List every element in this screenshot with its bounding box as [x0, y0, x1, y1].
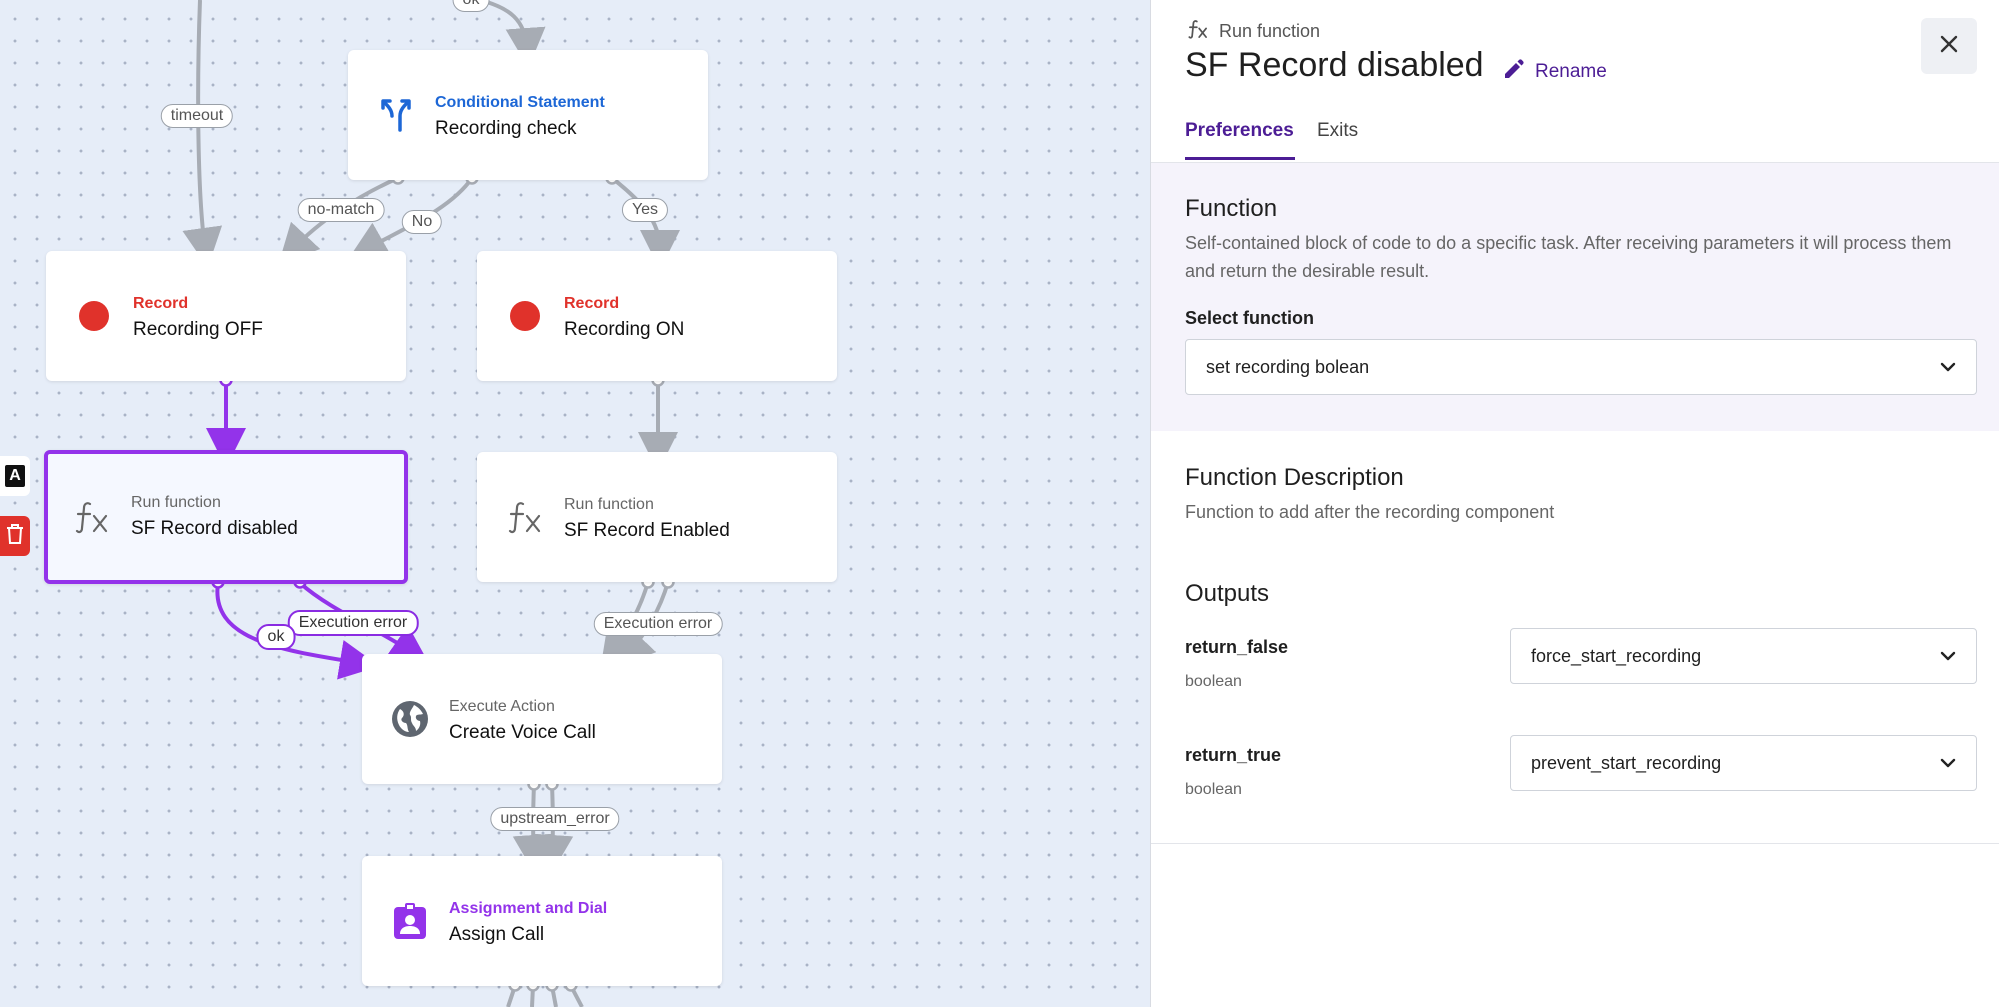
rename-label: Rename — [1535, 61, 1607, 82]
node-title: Recording ON — [564, 319, 685, 340]
node-kind: Record — [564, 295, 620, 312]
close-icon — [1939, 34, 1959, 59]
select-function-label: Select function — [1185, 308, 1315, 328]
text-glyph-icon: A — [5, 465, 25, 487]
pencil-icon — [1503, 58, 1525, 86]
function-icon — [505, 497, 545, 537]
function-description-heading: Function Description — [1185, 464, 1404, 491]
close-button[interactable] — [1921, 18, 1977, 74]
node-kind: Conditional Statement — [435, 94, 605, 111]
panel-kind: Run function — [1187, 18, 1320, 45]
function-description-text: Function to add after the recording comp… — [1185, 502, 1555, 522]
trash-icon — [6, 523, 24, 550]
delete-node-button[interactable] — [0, 516, 30, 556]
edge-label-ok-selected[interactable]: ok — [256, 624, 296, 650]
node-execute-action[interactable]: Execute Action Create Voice Call — [362, 654, 722, 784]
flow-canvas[interactable]: ok timeout no-match No Yes Execution err… — [0, 0, 1150, 1007]
node-record-on[interactable]: Record Recording ON — [477, 251, 837, 381]
node-kind: Execute Action — [449, 698, 555, 715]
function-icon — [1187, 18, 1209, 45]
record-dot-icon — [505, 296, 545, 336]
node-kind: Assignment and Dial — [449, 900, 608, 917]
output-type-return-true: boolean — [1185, 781, 1242, 798]
chevron-down-icon — [1938, 646, 1958, 666]
panel-kind-label: Run function — [1219, 21, 1321, 41]
output-select-return-true[interactable]: prevent_start_recording — [1510, 735, 1977, 791]
node-kind: Run function — [131, 494, 221, 511]
output-name-return-false: return_false — [1185, 637, 1289, 657]
node-title: SF Record Enabled — [564, 520, 730, 541]
contact-badge-icon — [390, 901, 430, 941]
select-function-value: set recording bolean — [1206, 356, 1370, 377]
edge-label-execution-error[interactable]: Execution error — [593, 612, 723, 636]
node-title: Recording OFF — [133, 319, 263, 340]
select-function-dropdown[interactable]: set recording bolean — [1185, 339, 1977, 395]
chevron-down-icon — [1938, 753, 1958, 773]
tab-preferences[interactable]: Preferences — [1185, 120, 1294, 141]
node-run-function-enabled[interactable]: Run function SF Record Enabled — [477, 452, 837, 582]
edge-label-upstream-error[interactable]: upstream_error — [490, 807, 620, 831]
active-tab-indicator — [1185, 157, 1295, 160]
node-kind: Run function — [564, 496, 654, 513]
outputs-heading: Outputs — [1185, 580, 1270, 607]
output-value-return-true: prevent_start_recording — [1531, 752, 1722, 773]
node-conditional-statement[interactable]: Conditional Statement Recording check — [348, 50, 708, 180]
tab-divider — [1151, 162, 1999, 163]
properties-panel: Run function SF Record disabled Rename P… — [1150, 0, 1999, 1007]
node-title: Assign Call — [449, 924, 545, 945]
edge-label-execution-error-selected[interactable]: Execution error — [287, 610, 419, 636]
function-heading: Function — [1185, 195, 1278, 222]
panel-title: SF Record disabled — [1185, 46, 1484, 84]
function-section: Function Self-contained block of code to… — [1151, 163, 1999, 431]
rename-button[interactable]: Rename — [1503, 58, 1607, 86]
edge-label-no-match[interactable]: no-match — [297, 198, 385, 222]
function-icon — [72, 497, 112, 537]
node-title: Create Voice Call — [449, 722, 596, 743]
function-description: Self-contained block of code to do a spe… — [1185, 233, 1952, 281]
edge-disabled-ok — [215, 582, 380, 680]
chevron-down-icon — [1938, 357, 1958, 377]
branch-icon — [376, 95, 416, 135]
node-run-function-disabled[interactable]: Run function SF Record disabled — [44, 450, 408, 584]
node-record-off[interactable]: Record Recording OFF — [46, 251, 406, 381]
globe-icon — [390, 699, 430, 739]
output-type-return-false: boolean — [1185, 673, 1242, 690]
node-title: Recording check — [435, 118, 577, 139]
edge-label-yes[interactable]: Yes — [621, 198, 669, 222]
output-select-return-false[interactable]: force_start_recording — [1510, 628, 1977, 684]
node-title: SF Record disabled — [131, 518, 298, 539]
record-dot-icon — [74, 296, 114, 336]
output-name-return-true: return_true — [1185, 745, 1282, 765]
tab-exits[interactable]: Exits — [1317, 120, 1359, 141]
edge-timeout — [182, 0, 223, 268]
text-tool-button[interactable]: A — [0, 456, 30, 496]
section-divider — [1151, 843, 1999, 844]
edge-label-timeout[interactable]: timeout — [160, 104, 234, 128]
output-value-return-false: force_start_recording — [1531, 645, 1702, 666]
node-kind: Record — [133, 295, 189, 312]
node-assignment-and-dial[interactable]: Assignment and Dial Assign Call — [362, 856, 722, 986]
edge-label-no[interactable]: No — [401, 210, 443, 234]
